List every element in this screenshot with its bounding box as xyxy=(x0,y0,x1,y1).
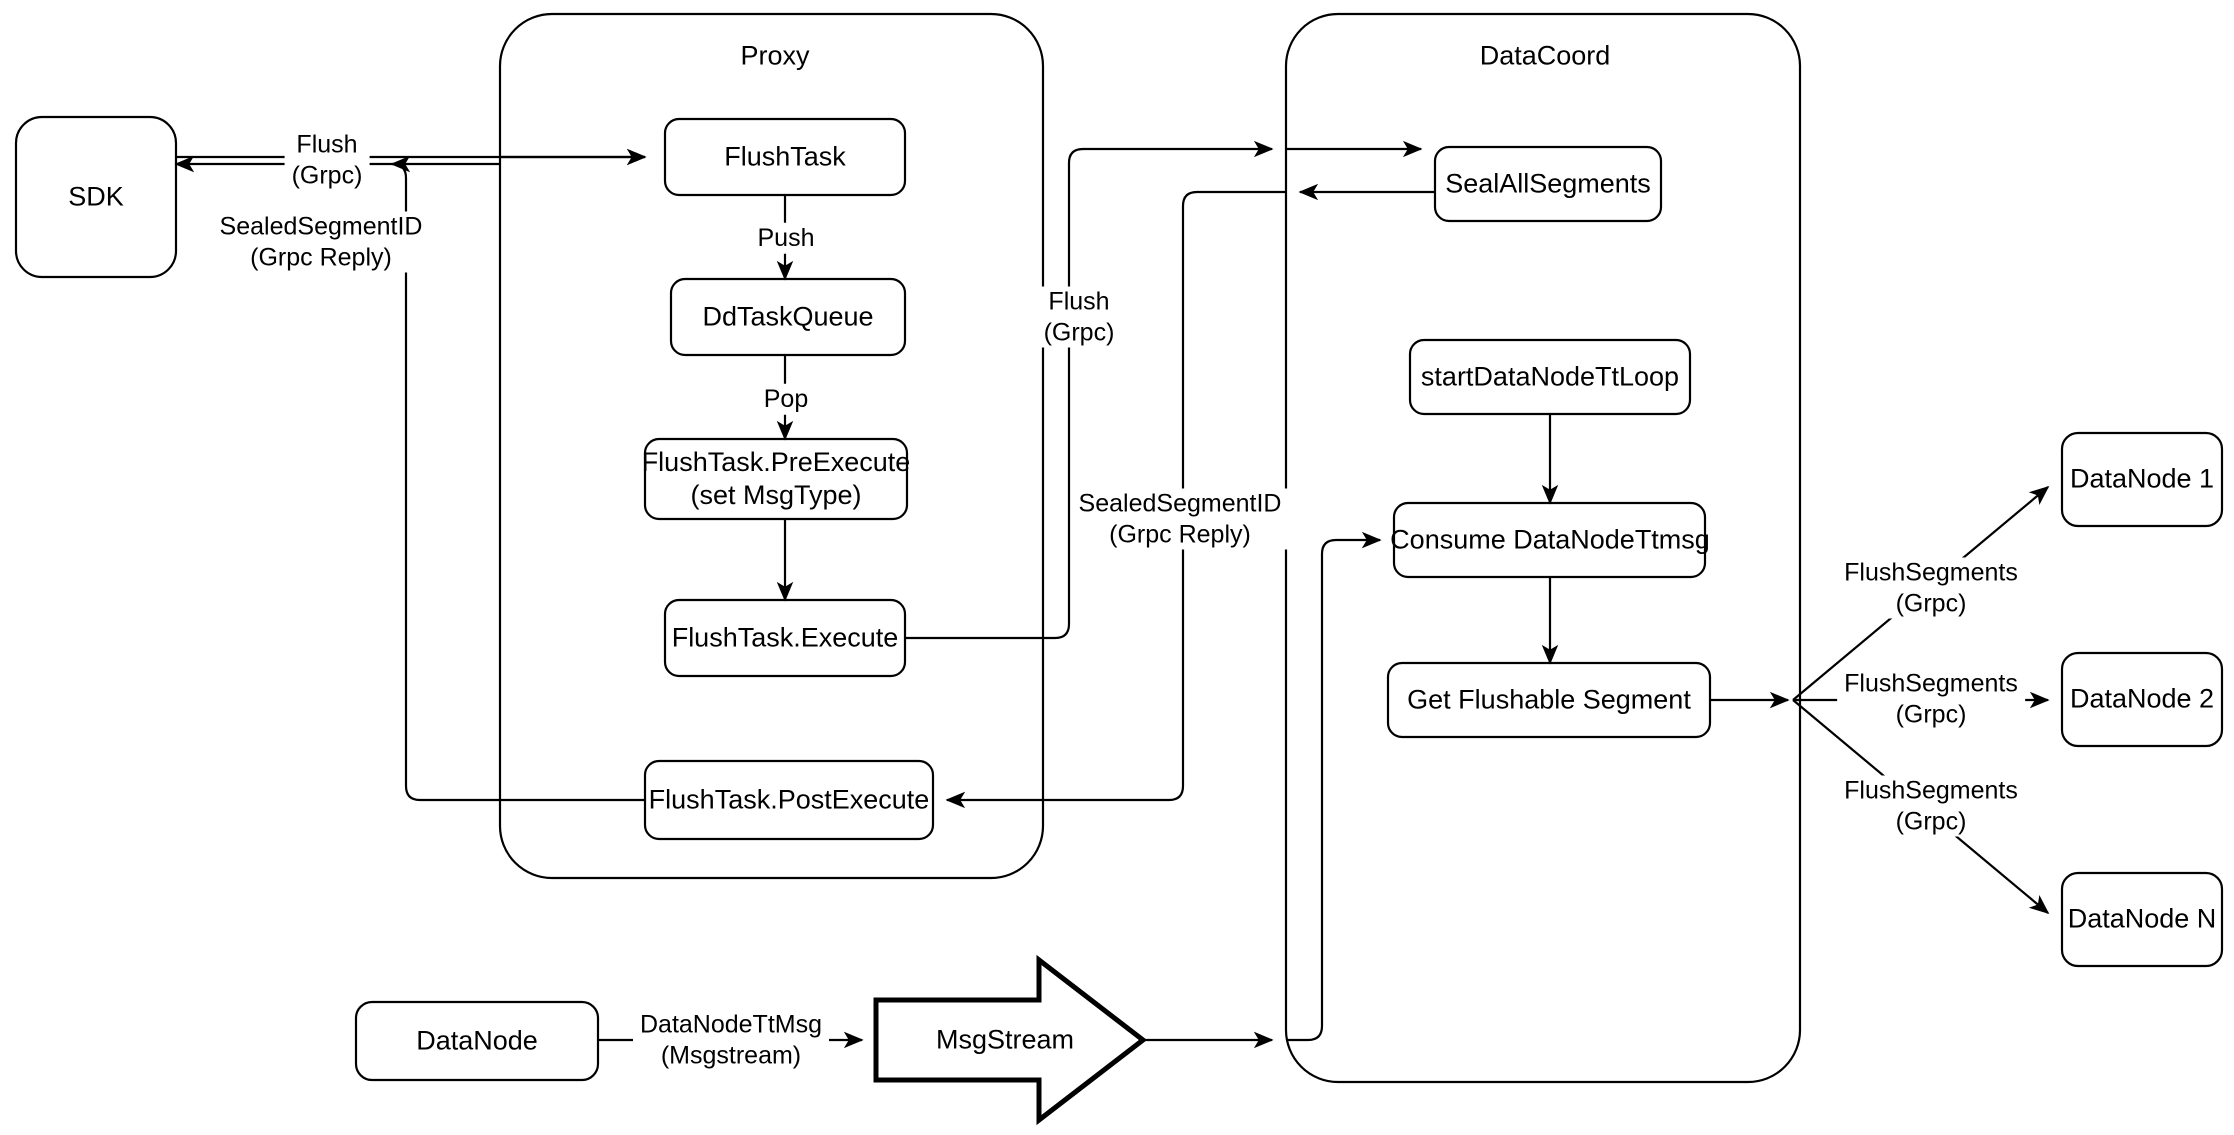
node-get-flushable-segment[interactable] xyxy=(1386,661,1712,739)
edge-execute-to-sealallsegments xyxy=(905,140,1274,640)
node-msgstream-arrow[interactable] xyxy=(873,954,1148,1126)
node-sdk[interactable] xyxy=(14,115,178,279)
node-flushtask-execute[interactable] xyxy=(663,598,907,678)
node-consume-datanodettmsg[interactable] xyxy=(1392,501,1707,579)
node-datanode-bottom[interactable] xyxy=(354,1000,600,1082)
edge-hub-to-datanode1 xyxy=(1792,485,2050,701)
edge-datacoord-to-consume xyxy=(1286,531,1382,1042)
node-startdatanodettloop[interactable] xyxy=(1408,338,1692,416)
edge-hub-to-datanoden xyxy=(1792,699,2050,915)
node-flushtask-postexecute[interactable] xyxy=(643,759,935,841)
node-datanode-n[interactable] xyxy=(2060,871,2224,968)
node-ddtaskqueue[interactable] xyxy=(669,277,907,357)
node-datanode-2[interactable] xyxy=(2060,651,2224,748)
node-datanode-1[interactable] xyxy=(2060,431,2224,528)
node-flushtask-preexecute[interactable] xyxy=(643,437,909,521)
node-sealallsegments[interactable] xyxy=(1433,145,1663,223)
node-flushtask[interactable] xyxy=(663,117,907,197)
